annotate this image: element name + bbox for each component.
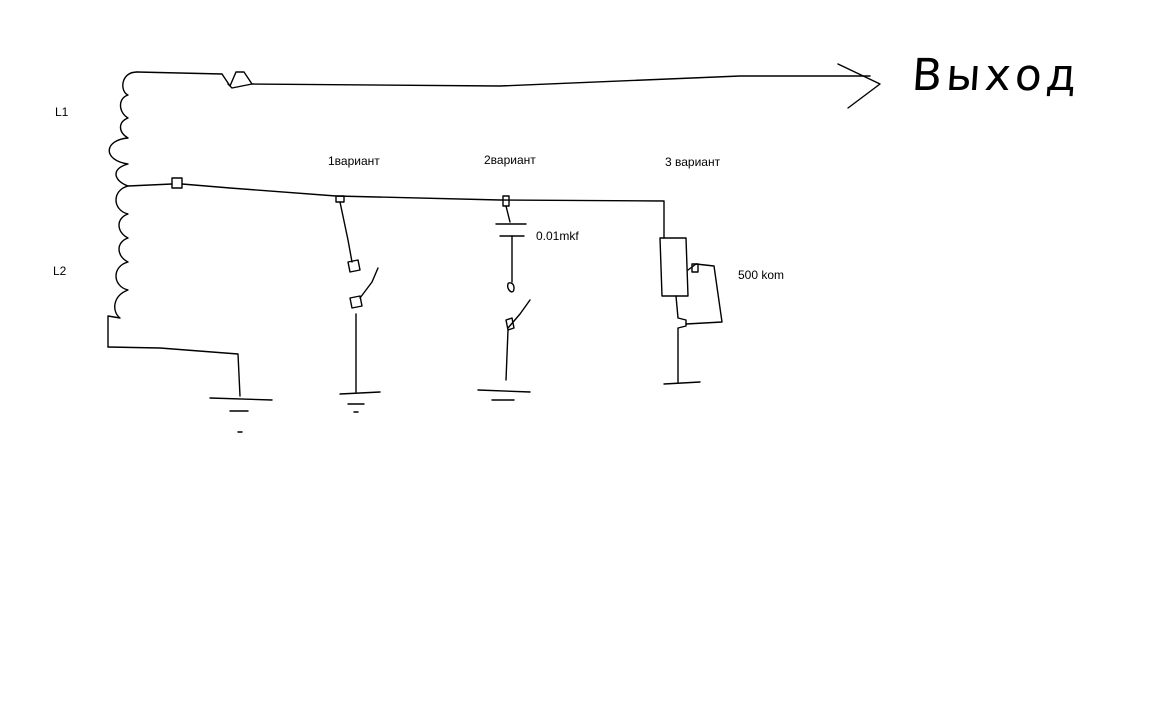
output-wire	[136, 71, 223, 75]
ground-v2-bar1	[477, 389, 531, 393]
v1-switch-top	[347, 259, 361, 273]
v2-switch-top	[506, 282, 515, 293]
label-capacitor: 0.01mkf	[536, 229, 579, 243]
coil-l2	[107, 185, 129, 348]
v1-wire-down	[339, 201, 353, 263]
label-l1: L1	[55, 105, 69, 119]
top-connector	[221, 71, 253, 89]
label-l2: L2	[53, 264, 67, 278]
label-variant-1: 1вариант	[328, 154, 380, 168]
v2-switch-bottom	[505, 317, 515, 331]
bus-wire	[181, 183, 665, 239]
label-variant-3: 3 вариант	[665, 155, 721, 169]
label-resistor: 500 kom	[738, 268, 785, 282]
label-output: Выход	[910, 50, 1083, 101]
coil-l1	[108, 71, 138, 187]
v3-wire-down	[675, 295, 687, 383]
v1-switch-blade	[359, 267, 379, 299]
ground-v3-bar	[663, 381, 701, 385]
v2-wire-to-cap	[505, 205, 511, 223]
v2-wire-ground	[505, 329, 509, 381]
output-arrow	[837, 63, 881, 109]
ground-v1-bar1	[339, 391, 381, 395]
tap-wire	[127, 183, 173, 187]
v1-node	[335, 195, 345, 203]
wiper-contact	[691, 263, 699, 273]
v2-switch-blade	[507, 299, 531, 329]
resistor-wiper	[685, 263, 723, 325]
v1-switch-bottom	[349, 295, 363, 309]
label-variant-2: 2вариант	[484, 153, 536, 167]
v2-node	[502, 195, 510, 207]
coil-ground-wire	[107, 346, 241, 397]
output-line	[251, 75, 871, 87]
resistor-body	[659, 237, 689, 297]
tap-connector	[171, 177, 183, 189]
ground-left-bar1	[209, 397, 273, 401]
